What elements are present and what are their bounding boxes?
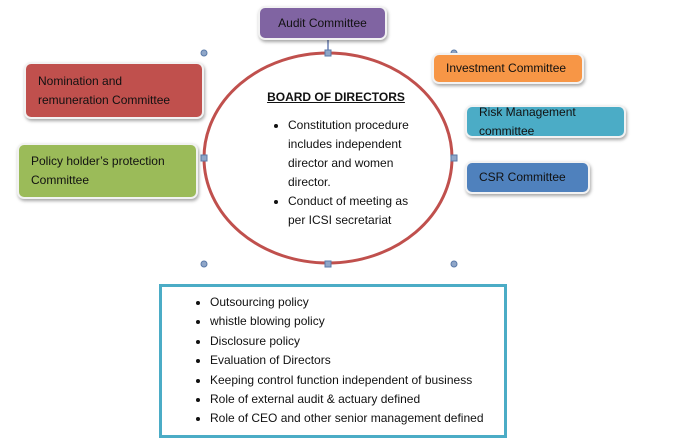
- audit-committee-box[interactable]: Audit Committee: [258, 6, 387, 40]
- risk-committee-box[interactable]: Risk Management committee: [465, 105, 626, 138]
- board-text: BOARD OF DIRECTORS Constitution procedur…: [242, 90, 422, 230]
- investment-committee-box[interactable]: Investment Committee: [432, 53, 584, 84]
- csr-committee-box[interactable]: CSR Committee: [465, 161, 590, 194]
- board-point: Constitution procedure includes independ…: [288, 116, 422, 192]
- policy-item: Disclosure policy: [210, 332, 504, 351]
- policy-item: Role of CEO and other senior management …: [210, 409, 504, 428]
- policy-item: Role of external audit & actuary defined: [210, 390, 504, 409]
- policy-item: whistle blowing policy: [210, 312, 504, 331]
- nomination-committee-box[interactable]: Nomination and remuneration Committee: [24, 62, 204, 119]
- policy-item: Evaluation of Directors: [210, 351, 504, 370]
- board-point: Conduct of meeting as per ICSI secretari…: [288, 192, 422, 230]
- policy-item: Keeping control function independent of …: [210, 371, 504, 390]
- board-points: Constitution procedure includes independ…: [242, 116, 422, 230]
- policy-item: Outsourcing policy: [210, 293, 504, 312]
- policies-box: Outsourcing policy whistle blowing polic…: [159, 284, 507, 438]
- board-title: BOARD OF DIRECTORS: [267, 90, 405, 104]
- policies-list: Outsourcing policy whistle blowing polic…: [162, 293, 504, 429]
- policy-holder-committee-box[interactable]: Policy holder’s protection Committee: [17, 143, 198, 199]
